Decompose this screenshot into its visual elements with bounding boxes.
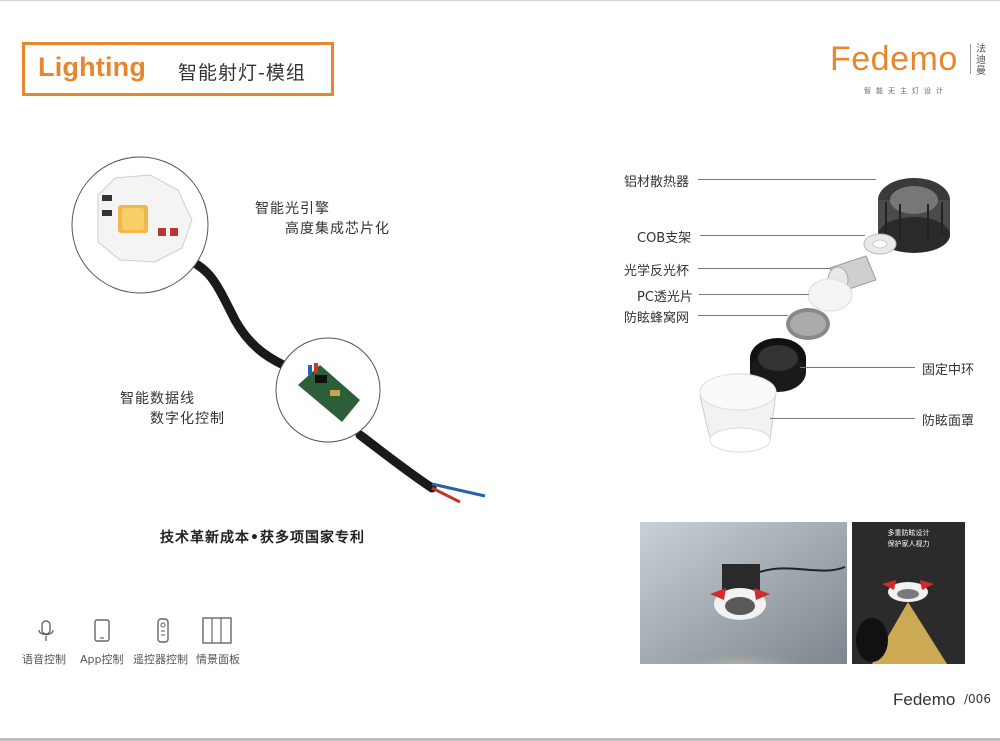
product-photo-antiglare: 多重防眩设计 保护家人视力 xyxy=(852,522,965,664)
control-voice-label: 语音控制 xyxy=(22,653,66,666)
microphone-icon xyxy=(38,620,54,641)
photo-heading-line2: 保护家人视力 xyxy=(887,540,930,548)
leader-line-cob xyxy=(700,235,865,236)
annotation-engine-line2: 高度集成芯片化 xyxy=(285,221,390,237)
leader-line-fixing-ring xyxy=(800,367,915,368)
annotation-cable-line1: 智能数据线 xyxy=(120,391,195,407)
leader-line-honeycomb xyxy=(698,315,788,316)
page-number: /006 xyxy=(964,692,991,706)
brand-logo: Fedemo xyxy=(830,40,958,78)
part-label-heatsink: 铝材散热器 xyxy=(624,175,690,190)
brand-divider xyxy=(970,44,971,74)
title-box xyxy=(22,42,334,96)
part-label-fixing-ring: 固定中环 xyxy=(922,363,975,378)
photo-heading-line1: 多重防眩设计 xyxy=(887,529,930,537)
page-title: Lighting xyxy=(38,52,147,82)
leader-line-pc-lens xyxy=(699,294,809,295)
patent-slogan: 技术革新成本•获多项国家专利 xyxy=(160,530,365,546)
annotation-cable-line2: 数字化控制 xyxy=(150,411,225,427)
brand-tagline: 智能无主灯设计 xyxy=(864,87,948,95)
remote-icon xyxy=(157,618,169,643)
brand-name-cn: 法迪曼 xyxy=(976,44,986,77)
page-subtitle: 智能射灯-模组 xyxy=(178,62,306,84)
annotation-engine-line1: 智能光引擎 xyxy=(255,201,330,217)
product-photo-installed xyxy=(640,522,847,664)
control-remote-label: 遥控器控制 xyxy=(133,653,188,666)
leader-line-heatsink xyxy=(698,179,876,180)
leader-line-reflector xyxy=(698,268,830,269)
panel-icon xyxy=(202,617,232,644)
control-panel-label: 情景面板 xyxy=(196,653,240,666)
control-app-label: App控制 xyxy=(80,653,124,666)
module-illustration xyxy=(71,156,486,504)
part-label-face-cover: 防眩面罩 xyxy=(922,414,975,429)
leader-line-face-cover xyxy=(770,418,915,419)
heatsink-part xyxy=(878,178,950,253)
exploded-view xyxy=(699,178,950,453)
bottom-border xyxy=(0,738,1000,741)
part-label-honeycomb: 防眩蜂窝网 xyxy=(624,311,690,326)
footer-brand: Fedemo xyxy=(893,690,956,709)
part-label-reflector: 光学反光杯 xyxy=(624,264,690,279)
part-label-pc-lens: PC透光片 xyxy=(637,290,693,305)
part-label-cob: COB支架 xyxy=(637,231,692,246)
top-border xyxy=(0,0,1000,1)
phone-icon xyxy=(94,619,110,642)
